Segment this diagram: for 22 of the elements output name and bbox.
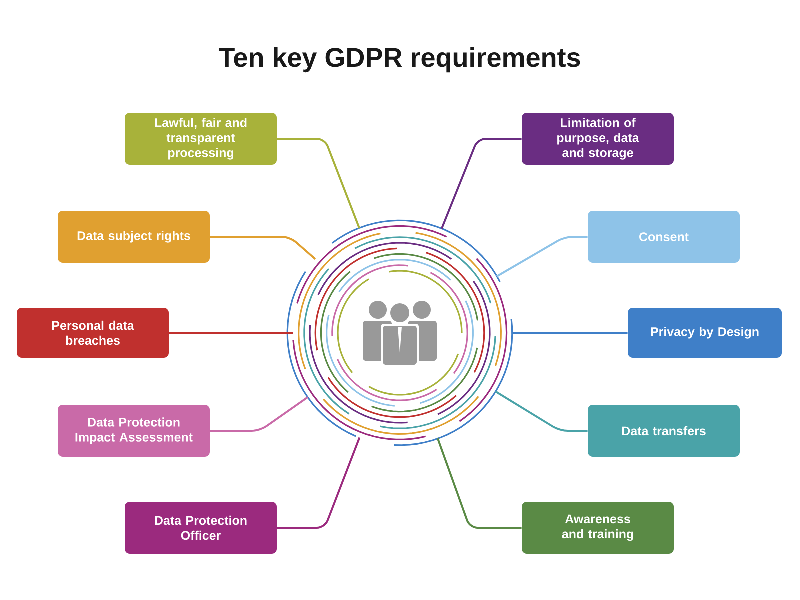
connector-line — [277, 138, 360, 229]
requirement-box: Limitation of purpose, data and storage — [522, 113, 674, 165]
requirement-box: Consent — [588, 211, 740, 263]
connector-line — [440, 138, 522, 230]
connector-line — [210, 236, 316, 260]
requirement-box: Awareness and training — [522, 502, 674, 554]
connector-line — [495, 390, 588, 432]
requirement-box: Personal data breaches — [17, 308, 169, 358]
connector-line — [210, 396, 309, 432]
connector-line — [496, 236, 588, 278]
title: Ten key GDPR requirements — [219, 47, 580, 73]
people-icon — [363, 301, 437, 367]
requirement-box: Data subject rights — [58, 211, 210, 263]
connector-line — [511, 332, 628, 334]
requirement-box: Data Protection Officer — [125, 502, 277, 554]
requirement-box: Lawful, fair and transparent processing — [125, 113, 277, 165]
connector-line — [277, 437, 361, 529]
requirement-box: Data Protection Impact Assessment — [58, 405, 210, 457]
requirement-box: Data transfers — [588, 405, 740, 457]
connector-line — [169, 332, 294, 334]
connector-line — [436, 438, 522, 529]
requirement-box: Privacy by Design — [628, 308, 782, 358]
